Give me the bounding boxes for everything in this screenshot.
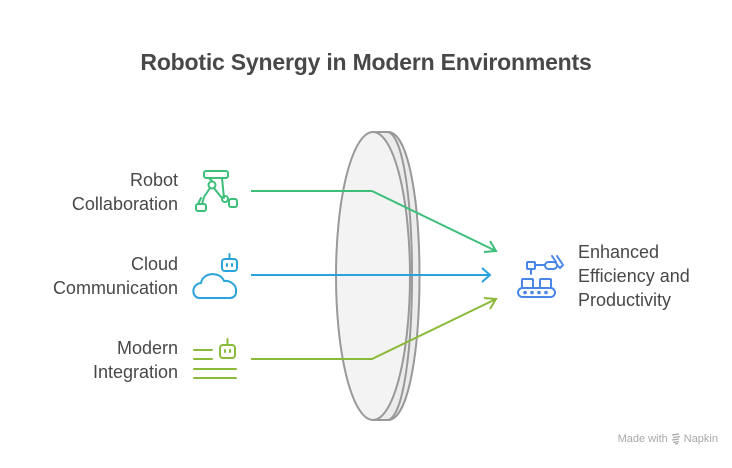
connector-modern-integration [251,297,498,360]
arrowhead-icon [483,240,498,253]
robot-arms-icon [195,170,238,212]
connector-robot-collaboration [251,190,498,253]
output-label: Enhanced Efficiency and Productivity [578,240,690,312]
footer-prefix: Made with [617,433,668,445]
input-label-modern-integration: Modern Integration [93,336,178,384]
label-line: Productivity [578,290,672,310]
label-line: Collaboration [71,194,178,214]
footer-brand: Napkin [683,433,718,445]
footer-attribution[interactable]: Made with Napkin [618,433,718,445]
label-line: Robot [129,170,178,190]
arrowhead-icon [481,267,492,283]
robot-integration-icon [193,338,237,379]
label-line: Integration [92,362,178,382]
diagram-title: Robotic Synergy in Modern Environments [140,49,592,75]
conveyor-robot-icon [517,255,564,298]
label-line: Efficiency and [578,266,690,286]
label-line: Cloud [130,254,178,274]
connector-cloud-communication [251,267,492,283]
label-line: Modern [116,338,178,358]
napkin-logo-icon [671,433,680,445]
arrowhead-icon [483,297,498,310]
input-label-robot-collaboration: Robot Collaboration [72,168,178,216]
label-line: Communication [52,278,178,298]
input-label-cloud-communication: Cloud Communication [53,252,178,300]
label-line: Enhanced [578,242,660,262]
cloud-robot-icon [192,253,238,299]
